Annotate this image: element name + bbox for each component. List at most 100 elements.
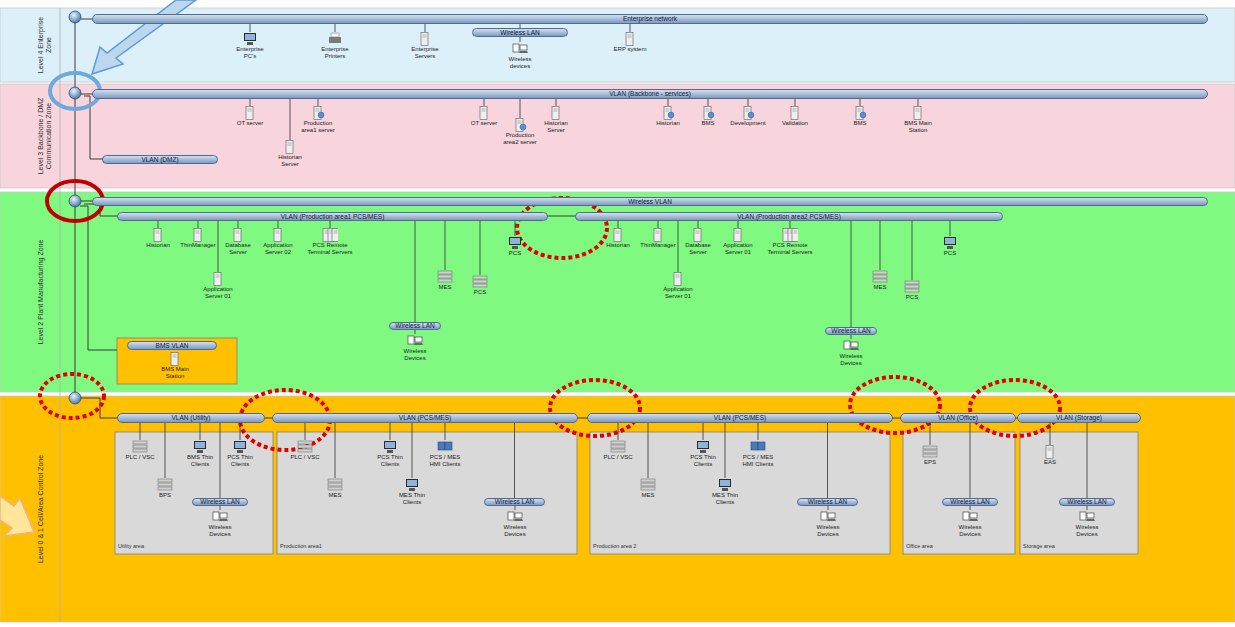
network-link	[918, 99, 919, 106]
device-icon	[782, 228, 798, 242]
network-link	[851, 221, 852, 327]
area-box: Production area1PLC / VSCMESPCS Thin Cli…	[277, 432, 577, 554]
device-icon	[310, 106, 326, 120]
network-link	[415, 221, 416, 322]
device-node: BMS Main Station	[155, 352, 195, 380]
zone-label: Level 0 & 1 Cell/Area Control Zone	[37, 399, 45, 619]
zone-band: Level 3 Backbone / DMZ Communication Zon…	[35, 84, 1232, 188]
device-label: BMS	[693, 120, 723, 127]
area-label: Production area1	[280, 543, 580, 549]
device-label: EPS	[915, 459, 945, 466]
device-icon	[640, 478, 656, 492]
network-link	[520, 37, 521, 42]
vlan-bar: Wireless LAN	[472, 28, 568, 37]
device-label: PCS	[935, 250, 965, 257]
device-icon	[750, 440, 766, 454]
network-link	[703, 423, 704, 440]
device-icon	[282, 140, 298, 154]
area-box: Production area 2PLC / VSCMESPCS Thin Cl…	[590, 432, 890, 554]
device-icon	[910, 106, 926, 120]
vlan-bar: VLAN (Utility)	[117, 413, 265, 423]
network-link	[790, 221, 791, 228]
device-label: PCS	[900, 294, 924, 301]
device-node: PCS Thin Clients	[225, 440, 255, 468]
device-node: MES Thin Clients	[397, 478, 427, 506]
device-label: PCS Thin Clients	[688, 454, 718, 468]
network-link	[758, 423, 759, 440]
network-link	[738, 221, 739, 228]
area-ground	[277, 432, 577, 554]
device-label: MES	[433, 284, 457, 291]
area-label: Utility area	[118, 543, 276, 549]
device-label: BMS Main Station	[155, 366, 195, 380]
device-node: Wireless Devices	[200, 510, 240, 538]
device-node: Validation	[778, 106, 812, 127]
network-link	[828, 506, 829, 510]
device-icon	[212, 510, 228, 524]
band-ground	[0, 8, 1235, 82]
vlan-label: VLAN (Backbone - services)	[93, 90, 1207, 98]
network-link	[140, 423, 141, 440]
vlan-box: BMS VLANBMS Main Station	[117, 338, 237, 384]
device-icon	[507, 510, 523, 524]
vlan-bar: Wireless LAN	[192, 498, 248, 506]
device-label: Production area1 server	[298, 120, 338, 134]
device-icon	[230, 228, 246, 242]
network-link	[880, 221, 881, 270]
device-icon	[417, 32, 433, 46]
device-label: MES	[323, 492, 347, 499]
device-label: PCS	[468, 289, 492, 296]
vlan-label: VLAN (PCS/MES)	[588, 414, 892, 422]
device-node: Enterprise Servers	[408, 32, 442, 60]
device-label: Application Server 01	[660, 286, 696, 300]
network-link	[425, 24, 426, 32]
device-label: PCS	[500, 250, 530, 257]
zone-label: Level 4 Enterprise Zone	[37, 11, 53, 79]
area-label: Production area 2	[593, 543, 893, 549]
device-icon	[852, 106, 868, 120]
area-box: Storage areaEASWireless LANWireless Devi…	[1020, 432, 1138, 554]
network-link	[708, 99, 709, 106]
device-icon	[695, 440, 711, 454]
area-label: Office area	[906, 543, 1018, 549]
vlan-label: Wireless LAN	[826, 328, 876, 334]
network-link	[618, 221, 619, 228]
device-icon	[650, 228, 666, 242]
device-node: PCS	[900, 280, 924, 301]
area-box: Office areaEPSWireless LANWireless Devic…	[903, 432, 1015, 554]
network-link	[930, 423, 931, 445]
dotted-highlights	[40, 198, 1060, 450]
network-link	[218, 221, 219, 272]
device-icon	[610, 228, 626, 242]
device-node: Production area2 server	[502, 118, 538, 146]
area-ground	[590, 432, 890, 554]
network-link	[1050, 423, 1051, 445]
device-label: ThinManager	[640, 242, 676, 249]
device-icon	[843, 339, 859, 353]
device-icon	[242, 32, 258, 46]
network-link	[158, 221, 159, 228]
network-link	[556, 99, 557, 106]
vlan-label: Wireless LAN	[193, 499, 247, 505]
device-label: MES	[636, 492, 660, 499]
vlan-label: Wireless LAN	[943, 499, 997, 505]
network-link	[238, 221, 239, 228]
network-link	[515, 221, 516, 236]
device-node: Wireless Devices	[831, 339, 871, 367]
network-link	[412, 423, 413, 478]
vlan-label: Wireless LAN	[390, 323, 440, 329]
device-icon	[167, 352, 183, 366]
device-icon	[942, 236, 958, 250]
network-link	[514, 423, 515, 498]
device-label: PLC / VSC	[290, 454, 320, 461]
vlan-label: VLAN (PCS/MES)	[273, 414, 577, 422]
device-node: Database Server	[220, 228, 256, 256]
vlan-label: Wireless VLAN	[93, 198, 1207, 205]
vlan-bar: Enterprise network	[92, 14, 1208, 24]
network-link	[860, 99, 861, 106]
device-label: OT server	[469, 120, 499, 127]
vlan-label: Wireless LAN	[1060, 499, 1114, 505]
device-node: Wireless Devices	[395, 334, 435, 362]
device-icon	[242, 106, 258, 120]
box-ground	[117, 338, 237, 384]
